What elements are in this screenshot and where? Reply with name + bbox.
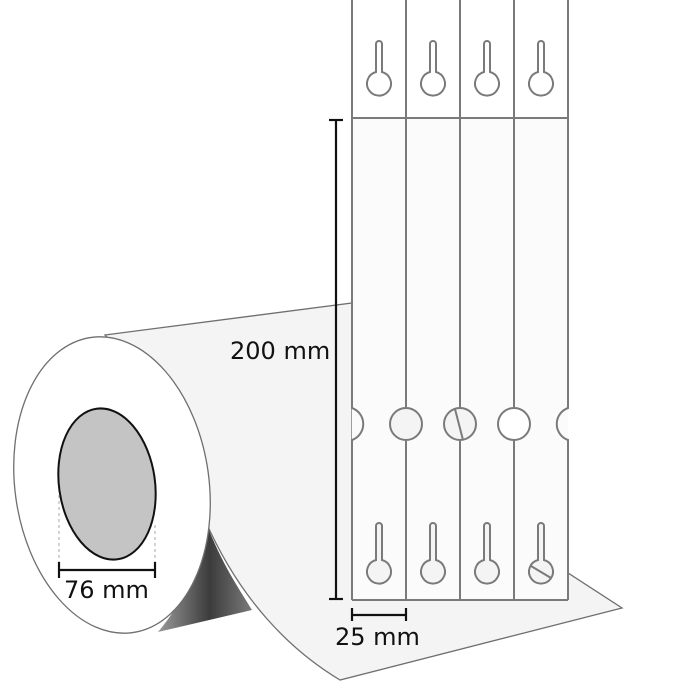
keyhole-icon [366, 40, 392, 97]
keyhole-icon [420, 40, 446, 97]
perforation-holes [389, 407, 531, 441]
tag-dividers [405, 0, 515, 600]
hole-2 [443, 407, 477, 441]
keyhole-icon [474, 522, 500, 585]
keyhole-icon [420, 522, 446, 585]
hole-3 [497, 407, 531, 441]
keyhole-icon [528, 40, 554, 97]
core-dimension [57, 562, 157, 578]
width-dimension-label: 25 mm [335, 623, 420, 651]
width-dimension [350, 608, 408, 621]
height-dimension-label: 200 mm [230, 337, 330, 365]
roll-shadow [158, 520, 252, 632]
roll-core [57, 407, 157, 561]
keyholes-bottom [366, 522, 554, 585]
core-dimension-label: 76 mm [64, 576, 149, 604]
height-dimension [329, 118, 343, 601]
keyholes-top [366, 40, 554, 97]
keyhole-icon [474, 40, 500, 97]
keyhole-icon [366, 522, 392, 585]
hole-1 [389, 407, 423, 441]
